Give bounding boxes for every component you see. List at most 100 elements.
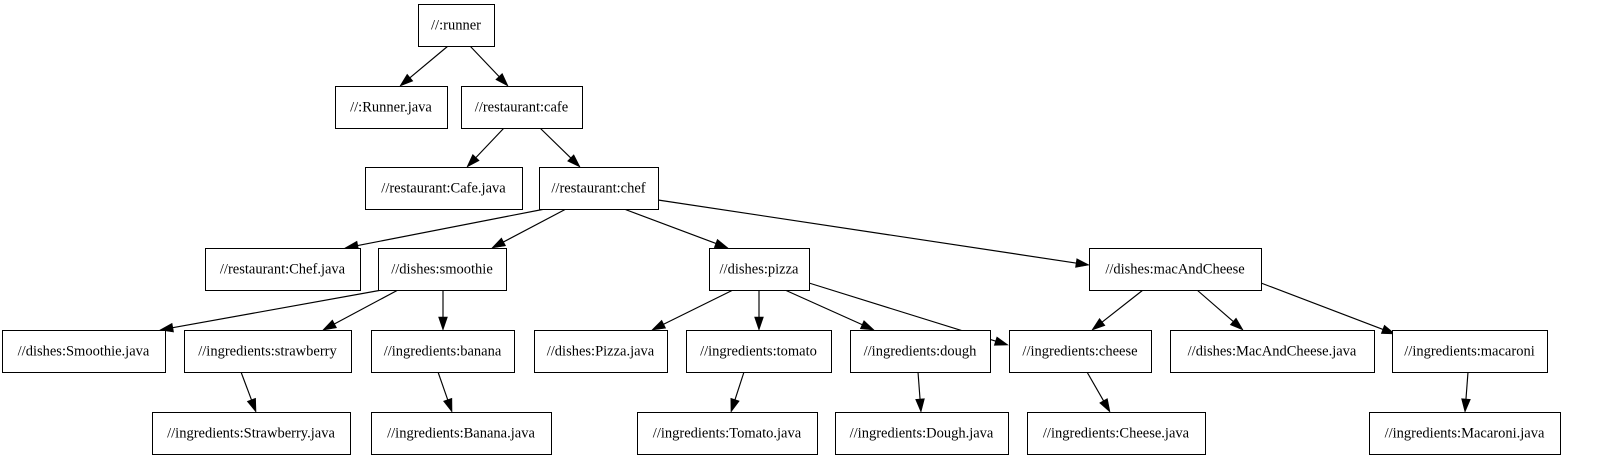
node-box[interactable] — [205, 248, 361, 291]
edge-dishes_smoothie-to-ing_strawberry — [322, 289, 399, 331]
node-smoothie_java[interactable]: //dishes:Smoothie.java — [2, 330, 166, 373]
edge-restaurant_chef-to-dishes_smoothie — [491, 208, 567, 249]
node-label: //ingredients:banana — [384, 343, 502, 359]
node-pizza_java[interactable]: //dishes:Pizza.java — [534, 330, 668, 373]
node-banana_java[interactable]: //ingredients:Banana.java — [371, 412, 552, 455]
node-label: //dishes:MacAndCheese.java — [1188, 343, 1357, 359]
edge-line — [501, 208, 567, 244]
edge-dishes_smoothie-to-ing_banana — [438, 290, 448, 331]
arrowhead-icon — [1091, 318, 1106, 331]
edge-line — [474, 127, 505, 160]
node-label: //ingredients:Macaroni.java — [1385, 425, 1545, 441]
node-label: //ingredients:Dough.java — [850, 425, 994, 441]
node-box[interactable] — [709, 248, 810, 291]
arrowhead-icon — [754, 316, 764, 331]
node-cafe_java[interactable]: //restaurant:Cafe.java — [365, 167, 523, 210]
node-label: //ingredients:cheese — [1022, 343, 1137, 359]
edge-dishes_mac-to-ing_cheese — [1091, 289, 1144, 331]
node-label: //ingredients:macaroni — [1404, 343, 1534, 359]
node-box[interactable] — [1170, 330, 1375, 373]
edge-line — [240, 371, 253, 402]
edge-restaurant_chef-to-dishes_pizza — [623, 208, 729, 249]
node-cheese_java[interactable]: //ingredients:Cheese.java — [1027, 412, 1206, 455]
node-label: //ingredients:dough — [864, 343, 978, 359]
node-box[interactable] — [461, 86, 583, 129]
node-ing_tomato[interactable]: //ingredients:tomato — [686, 330, 832, 373]
node-tomato_java[interactable]: //ingredients:Tomato.java — [637, 412, 818, 455]
node-ing_banana[interactable]: //ingredients:banana — [371, 330, 515, 373]
node-box[interactable] — [1009, 330, 1152, 373]
edge-restaurant_cafe-to-cafe_java — [466, 127, 505, 168]
edge-line — [1086, 371, 1105, 403]
node-box[interactable] — [850, 330, 991, 373]
edge-restaurant_cafe-to-restaurant_chef — [539, 127, 581, 168]
node-restaurant_cafe[interactable]: //restaurant:cafe — [461, 86, 583, 129]
edge-line — [917, 371, 921, 401]
node-box[interactable] — [335, 86, 448, 129]
node-box[interactable] — [835, 412, 1009, 455]
edge-line — [1100, 289, 1144, 324]
node-dough_java[interactable]: //ingredients:Dough.java — [835, 412, 1009, 455]
node-box[interactable] — [539, 167, 659, 210]
node-label: //dishes:pizza — [720, 261, 799, 277]
node-label: //:Runner.java — [350, 99, 432, 115]
edge-dishes_pizza-to-ing_dough — [784, 289, 875, 331]
edge-line — [1196, 289, 1235, 323]
node-mac_java[interactable]: //dishes:MacAndCheese.java — [1170, 330, 1375, 373]
node-label: //ingredients:strawberry — [198, 343, 337, 359]
node-label: //dishes:Smoothie.java — [18, 343, 150, 359]
node-box[interactable] — [637, 412, 818, 455]
arrowhead-icon — [651, 319, 667, 331]
node-ing_macaroni[interactable]: //ingredients:macaroni — [1392, 330, 1548, 373]
edge-dishes_pizza-to-ing_tomato — [754, 290, 764, 331]
node-ing_cheese[interactable]: //ingredients:cheese — [1009, 330, 1152, 373]
arrowhead-icon — [1075, 258, 1090, 268]
arrowhead-icon — [713, 238, 729, 249]
node-label: //ingredients:Banana.java — [387, 425, 535, 441]
node-dishes_pizza[interactable]: //dishes:pizza — [709, 248, 810, 291]
arrowhead-icon — [567, 154, 581, 168]
nodes-layer: //:runner //:Runner.java //restaurant:cafe… — [2, 4, 1561, 455]
node-label: //restaurant:Cafe.java — [381, 180, 506, 196]
node-box[interactable] — [378, 248, 507, 291]
edge-line — [171, 289, 383, 329]
node-box[interactable] — [371, 330, 515, 373]
node-dishes_mac[interactable]: //dishes:macAndCheese — [1089, 248, 1262, 291]
node-chef_java[interactable]: //restaurant:Chef.java — [205, 248, 361, 291]
node-box[interactable] — [686, 330, 832, 373]
edge-ing_macaroni-to-macaroni_java — [1461, 371, 1471, 413]
node-box[interactable] — [365, 167, 523, 210]
arrowhead-icon — [443, 397, 453, 413]
node-ing_dough[interactable]: //ingredients:dough — [850, 330, 991, 373]
node-macaroni_java[interactable]: //ingredients:Macaroni.java — [1369, 412, 1561, 455]
node-label: //dishes:Pizza.java — [547, 343, 655, 359]
arrowhead-icon — [859, 320, 875, 331]
node-restaurant_chef[interactable]: //restaurant:chef — [539, 167, 659, 210]
edge-runner-to-runner_java — [399, 45, 449, 87]
arrowhead-icon — [399, 73, 414, 87]
node-box[interactable] — [1369, 412, 1561, 455]
node-runner_java[interactable]: //:Runner.java — [335, 86, 448, 129]
node-box[interactable] — [1027, 412, 1206, 455]
node-box[interactable] — [152, 412, 351, 455]
node-label: //restaurant:Chef.java — [220, 261, 346, 277]
edge-dishes_mac-to-mac_java — [1196, 289, 1244, 331]
node-box[interactable] — [534, 330, 668, 373]
node-box[interactable] — [1392, 330, 1548, 373]
node-box[interactable] — [1089, 248, 1262, 291]
arrowhead-icon — [159, 322, 174, 333]
node-box[interactable] — [2, 330, 166, 373]
node-label: //restaurant:cafe — [475, 99, 568, 115]
node-box[interactable] — [371, 412, 552, 455]
edge-runner-to-restaurant_cafe — [469, 45, 509, 87]
arrowhead-icon — [322, 319, 338, 331]
edge-line — [1260, 282, 1385, 331]
node-strawberry_java[interactable]: //ingredients:Strawberry.java — [152, 412, 351, 455]
node-dishes_smoothie[interactable]: //dishes:smoothie — [378, 248, 507, 291]
node-box[interactable] — [418, 4, 495, 47]
edge-ing_dough-to-dough_java — [915, 371, 925, 413]
node-ing_strawberry[interactable]: //ingredients:strawberry — [184, 330, 352, 373]
arrowhead-icon — [1380, 324, 1396, 335]
node-box[interactable] — [184, 330, 352, 373]
node-runner[interactable]: //:runner — [418, 4, 495, 47]
